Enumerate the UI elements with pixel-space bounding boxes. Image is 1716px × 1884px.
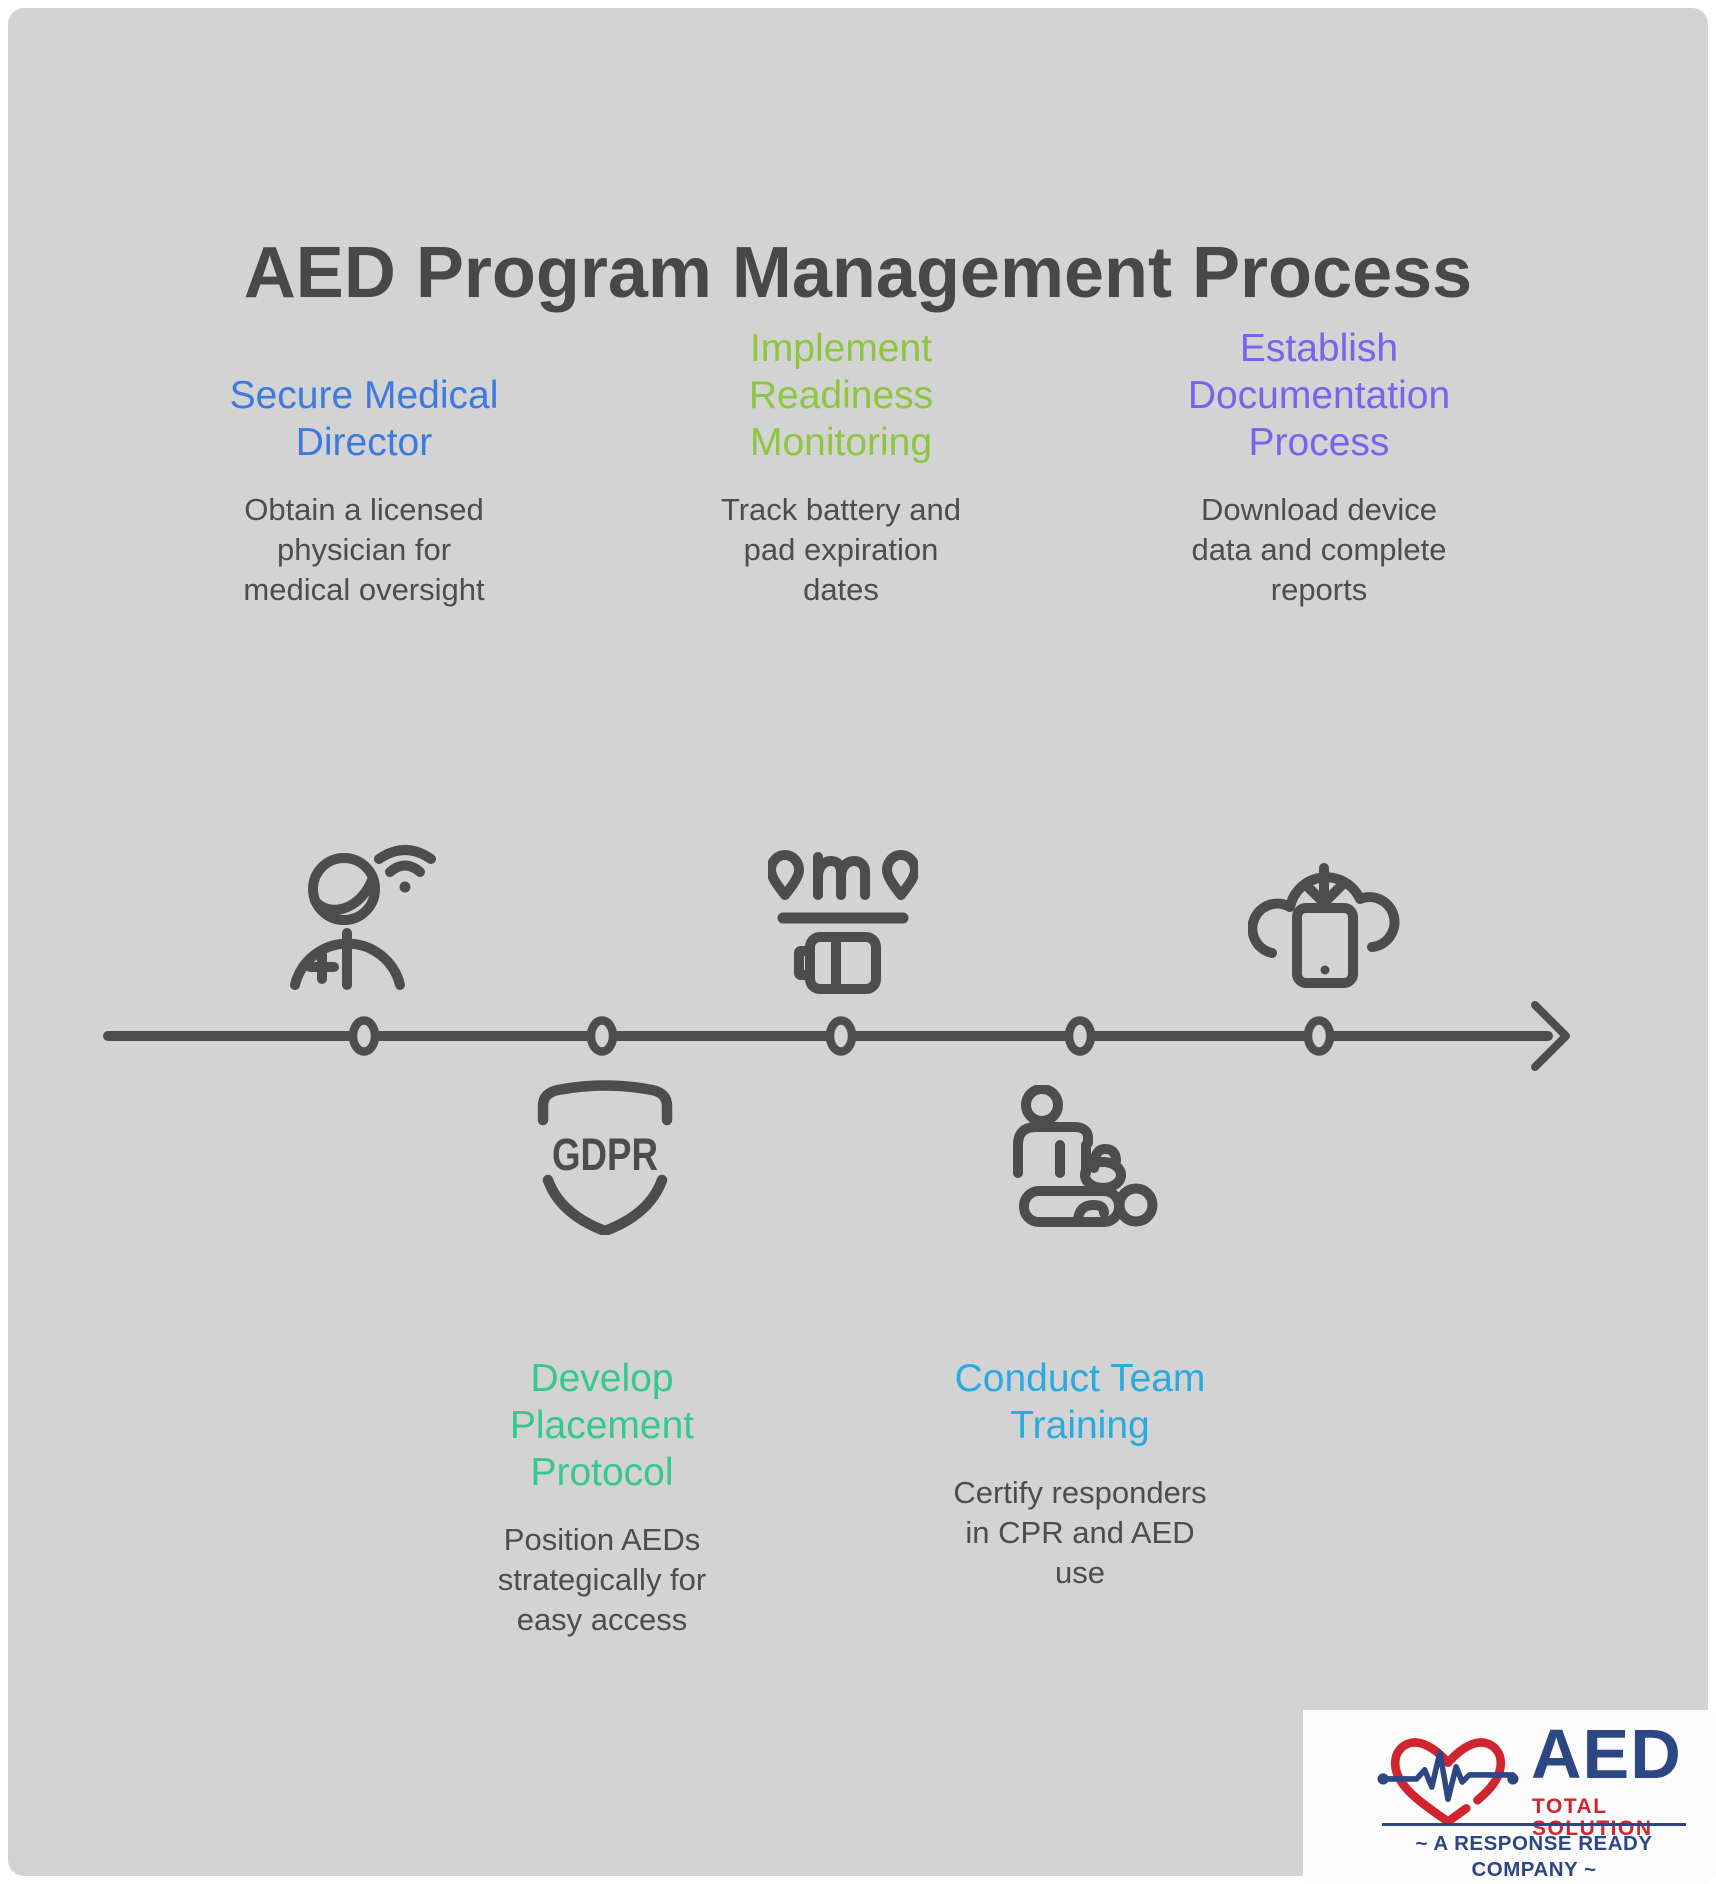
step-3-title: Implement Readiness Monitoring <box>748 327 934 464</box>
timeline-node-3 <box>825 1016 857 1056</box>
step-5-label: Establish Documentation Process Download… <box>1149 325 1489 610</box>
gdpr-shield-icon: GDPR <box>537 1080 673 1235</box>
cpr-training-icon <box>1013 1085 1158 1227</box>
step-1-title: Secure Medical Director <box>229 374 499 464</box>
map-pins-battery-icon <box>768 850 918 994</box>
logo-card: AED TOTAL SOLUTION ~ A RESPONSE READY CO… <box>1303 1710 1716 1884</box>
process-timeline-arrow <box>103 1001 1570 1071</box>
timeline-node-5 <box>1303 1016 1335 1056</box>
step-2-title: Develop Placement Protocol <box>509 1357 695 1494</box>
step-3-description: Track battery and pad expiration dates <box>720 492 962 607</box>
timeline-node-4 <box>1064 1016 1096 1056</box>
logo-tagline: ~ A RESPONSE READY COMPANY ~ <box>1415 1832 1653 1881</box>
gdpr-shield-text: GDPR <box>552 1129 658 1180</box>
step-1-label: Secure Medical Director Obtain a license… <box>194 325 534 610</box>
doctor-with-wifi-icon <box>290 845 436 990</box>
logo-wordmark: AED <box>1531 1715 1682 1793</box>
step-2-label: Develop Placement Protocol Position AEDs… <box>432 1355 772 1640</box>
logo-divider <box>1382 1823 1686 1826</box>
step-4-label: Conduct Team Training Certify responders… <box>910 1355 1250 1593</box>
step-5-description: Download device data and complete report… <box>1191 492 1447 607</box>
page-title: AED Program Management Process <box>243 233 1473 314</box>
step-3-label: Implement Readiness Monitoring Track bat… <box>671 325 1011 610</box>
timeline-node-1 <box>348 1016 380 1056</box>
step-4-title: Conduct Team Training <box>954 1357 1206 1447</box>
step-5-title: Establish Documentation Process <box>1187 327 1451 464</box>
heart-ekg-icon <box>1377 1738 1519 1826</box>
cloud-download-phone-icon <box>1248 863 1400 988</box>
step-1-description: Obtain a licensed physician for medical … <box>243 492 485 607</box>
step-4-description: Certify responders in CPR and AED use <box>953 1475 1207 1590</box>
timeline-node-2 <box>586 1016 618 1056</box>
step-2-description: Position AEDs strategically for easy acc… <box>497 1522 707 1637</box>
